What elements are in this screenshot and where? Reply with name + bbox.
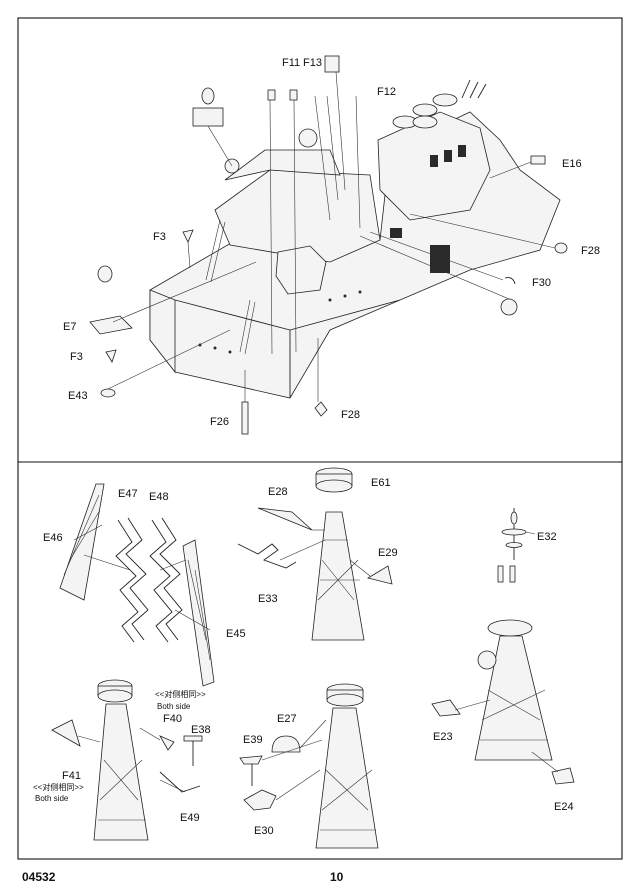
lower-center-mast-drawing — [239, 683, 379, 849]
footer-product-code: 04532 — [22, 870, 56, 884]
label-E24: E24 — [554, 801, 574, 813]
label-E48: E48 — [149, 491, 169, 503]
note-both-side-en-lower: Both side — [35, 794, 69, 803]
page-frame — [17, 17, 623, 860]
note-both-side-en-upper: Both side — [157, 702, 191, 711]
label-E47: E47 — [118, 488, 138, 500]
label-E28: E28 — [268, 486, 288, 498]
label-E43: E43 — [68, 390, 88, 402]
label-F40: F40 — [163, 713, 182, 725]
label-F41: F41 — [62, 770, 81, 782]
label-F3-lower: F3 — [70, 351, 83, 363]
label-E16: E16 — [562, 158, 582, 170]
label-E29: E29 — [378, 547, 398, 559]
footer-page-number: 10 — [330, 870, 344, 884]
label-E38: E38 — [191, 724, 211, 736]
label-E23: E23 — [433, 731, 453, 743]
label-E49: E49 — [180, 812, 200, 824]
label-F28-right: F28 — [581, 245, 600, 257]
label-F11: F11 — [282, 57, 300, 69]
label-E61: E61 — [371, 477, 391, 489]
label-E46: E46 — [43, 532, 63, 544]
label-E45: E45 — [226, 628, 246, 640]
label-E32: E32 — [537, 531, 557, 543]
note-both-side-cn-lower: <<对侧相同>> — [33, 782, 84, 792]
label-E39: E39 — [243, 734, 263, 746]
superstructure-drawing — [89, 55, 568, 435]
label-E7: E7 — [63, 321, 76, 333]
label-E27: E27 — [277, 713, 297, 725]
label-F30: F30 — [532, 277, 551, 289]
label-E33: E33 — [258, 593, 278, 605]
mast-platform-drawing — [237, 467, 393, 641]
note-both-side-cn-upper: <<对侧相同>> — [155, 689, 206, 699]
label-F3-upper: F3 — [153, 231, 166, 243]
mast-sides-drawing — [59, 483, 215, 687]
top-mast-drawing — [431, 508, 575, 785]
label-F28-bottom: F28 — [341, 409, 360, 421]
label-F26: F26 — [210, 416, 229, 428]
lower-left-mast-drawing — [51, 679, 203, 841]
label-F13: F13 — [303, 57, 322, 69]
label-F12: F12 — [377, 86, 396, 98]
label-E30: E30 — [254, 825, 274, 837]
